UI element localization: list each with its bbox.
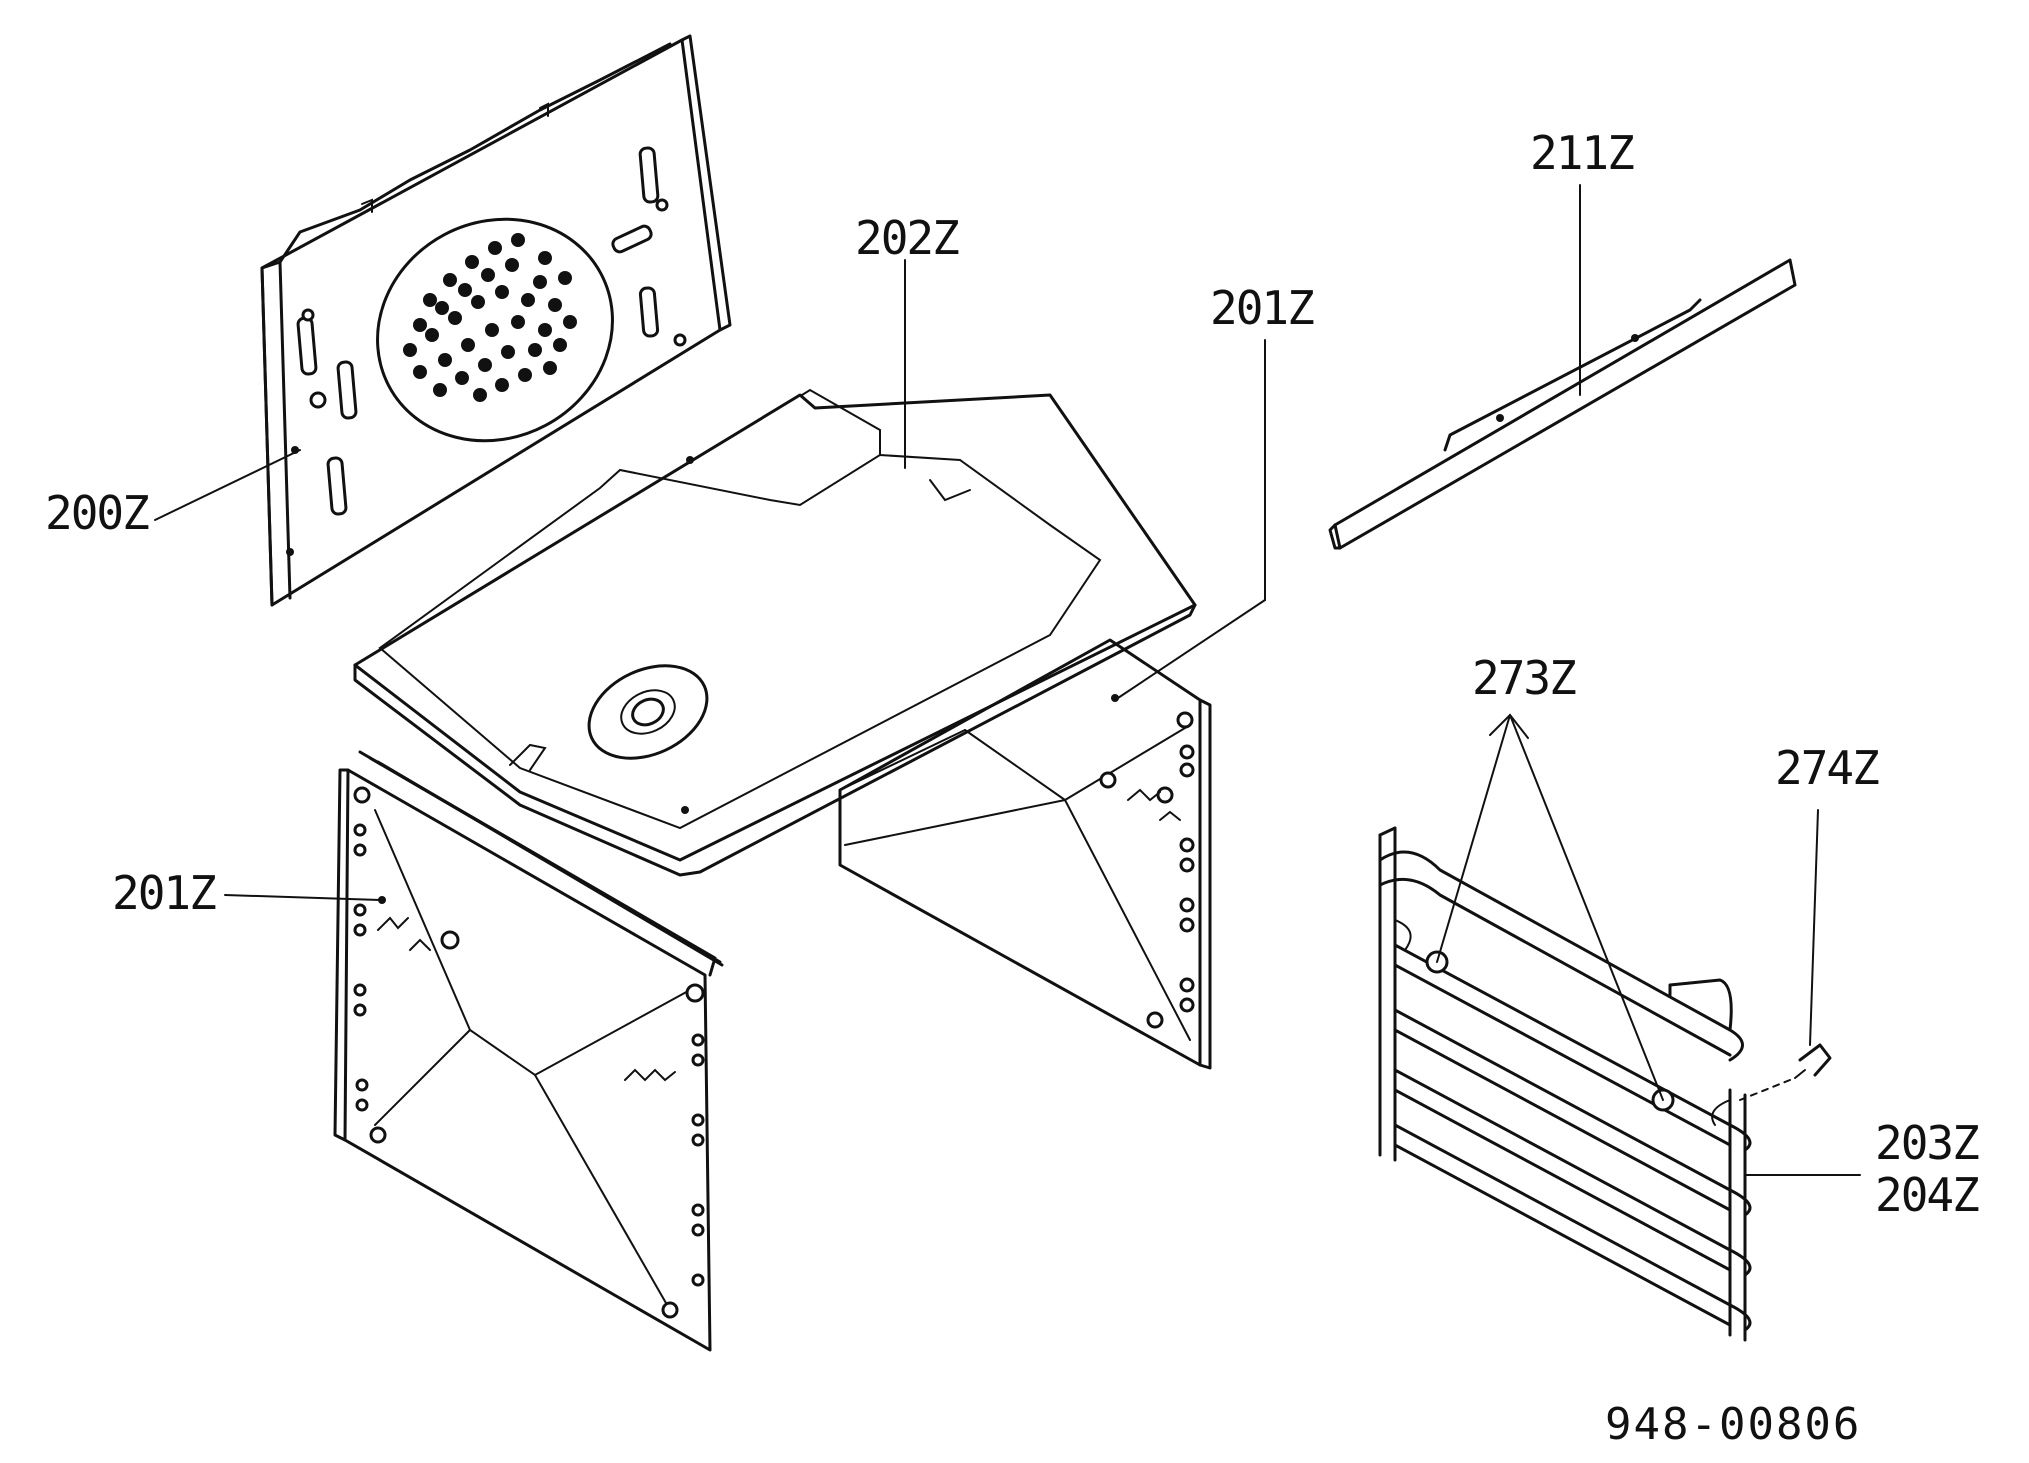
callout-203z: 203Z <box>1875 1116 1980 1170</box>
callout-201z-right: 201Z <box>1210 281 1315 335</box>
screw-274z <box>1739 809 1832 1101</box>
side-panel-201z-right <box>838 339 1266 1070</box>
back-panel-200z <box>154 34 732 607</box>
shelf-guide-rods <box>1378 850 1752 1332</box>
rail-211z <box>1328 184 1797 550</box>
shelf-guide-203z-204z <box>1378 713 1861 1342</box>
callout-211z: 211Z <box>1530 126 1635 180</box>
right-panel-holes <box>1099 711 1195 1029</box>
callout-204z: 204Z <box>1875 1168 1980 1222</box>
side-panel-201z-left <box>224 750 724 1352</box>
left-panel-holes <box>353 786 705 1319</box>
callout-273z: 273Z <box>1472 651 1577 705</box>
document-number: 948-00806 <box>1605 1399 1862 1450</box>
fan-grille-holes <box>403 233 577 402</box>
callout-200z: 200Z <box>45 486 150 540</box>
top-panel-202z <box>353 259 1197 877</box>
callout-201z-left: 201Z <box>112 866 217 920</box>
callout-202z: 202Z <box>855 211 960 265</box>
callout-274z: 274Z <box>1775 741 1880 795</box>
